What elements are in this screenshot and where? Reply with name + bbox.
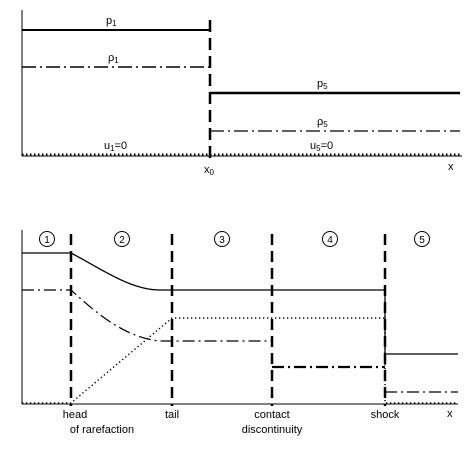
velocity-profile: [22, 317, 458, 404]
label-shock: shock: [371, 409, 400, 421]
region-2-marker: 2: [114, 231, 130, 247]
svg-text:5: 5: [419, 235, 425, 246]
region-5-marker: 5: [414, 231, 430, 247]
label-head: head: [63, 409, 87, 421]
label-tail: tail: [165, 409, 179, 421]
label-x0: x0: [204, 164, 215, 177]
label-p1: p1: [106, 15, 117, 28]
label-discontinuity: discontinuity: [242, 424, 303, 436]
region-3-marker: 3: [214, 231, 230, 247]
density-profile-region-1-3: [22, 289, 272, 342]
pressure-profile: [22, 252, 458, 355]
solution-panel: 1 2 3 4 5 head of rarefaction tail con: [21, 230, 458, 436]
svg-text:1: 1: [44, 235, 50, 246]
bottom-x-axis-label: x: [447, 408, 453, 420]
label-contact: contact: [254, 409, 289, 421]
region-1-marker: 1: [39, 231, 55, 247]
svg-text:3: 3: [219, 235, 225, 246]
initial-state-panel: p1 ρ1 p5 ρ5 u1=0 u5=0 x0 x: [21, 10, 462, 177]
label-p5: p5: [317, 78, 328, 91]
label-of-rarefaction: of rarefaction: [70, 424, 134, 436]
label-rho1: ρ1: [108, 52, 119, 65]
label-u1: u1=0: [104, 140, 127, 153]
top-x-axis-label: x: [448, 161, 454, 173]
label-u5: u5=0: [310, 140, 333, 153]
svg-text:2: 2: [119, 235, 125, 246]
svg-text:4: 4: [327, 235, 333, 246]
region-4-marker: 4: [322, 231, 338, 247]
label-rho5: ρ5: [317, 116, 328, 129]
